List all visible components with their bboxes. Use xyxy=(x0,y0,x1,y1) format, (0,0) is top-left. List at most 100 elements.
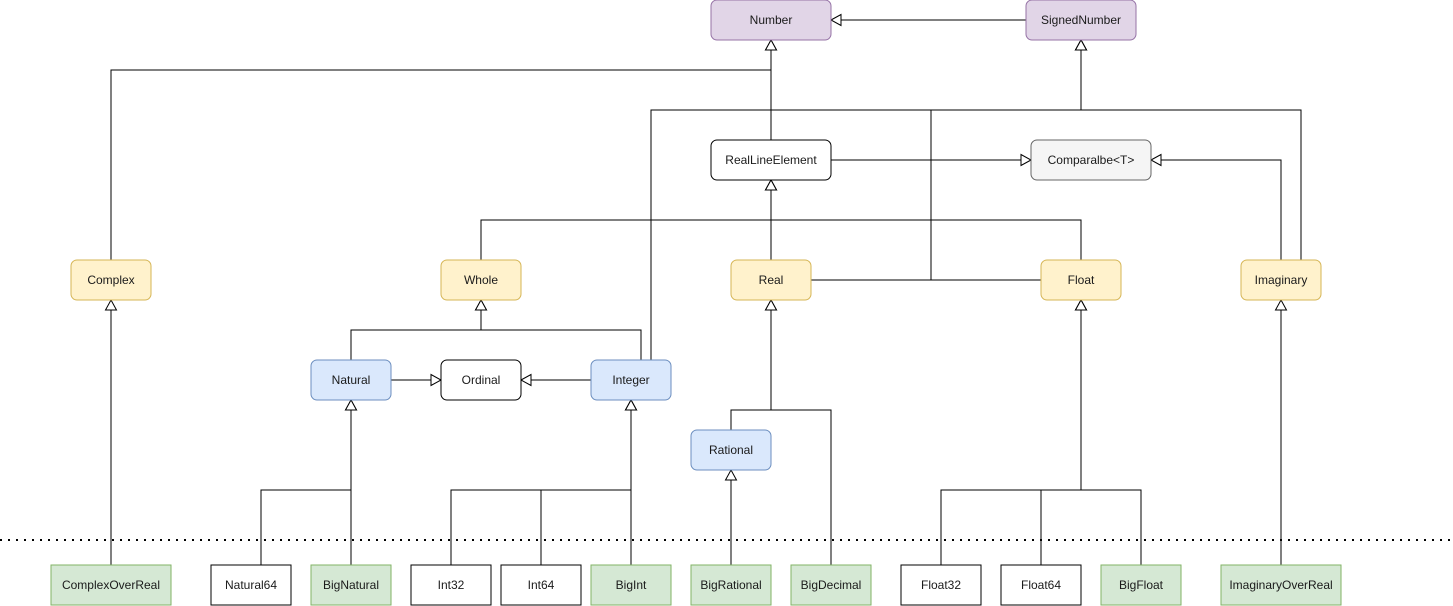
node-box xyxy=(1030,139,1152,181)
node-label: BigFloat xyxy=(1119,578,1164,592)
node-label: Real xyxy=(759,273,784,287)
edge-line xyxy=(940,310,1082,565)
inheritance-arrowhead-icon xyxy=(764,298,778,311)
edge-big-natural-to-natural xyxy=(344,398,358,565)
node-number[interactable]: Number xyxy=(710,0,832,41)
node-box xyxy=(1040,259,1122,301)
node-complex-over-real[interactable]: ComplexOverReal xyxy=(50,564,172,606)
node-imaginary-over-real[interactable]: ImaginaryOverReal xyxy=(1220,564,1342,606)
edge-whole-to-real-line-element xyxy=(480,178,778,260)
node-big-float[interactable]: BigFloat xyxy=(1100,564,1182,606)
node-box xyxy=(210,564,292,606)
node-box xyxy=(1220,564,1342,606)
node-natural[interactable]: Natural xyxy=(310,359,392,401)
edge-line xyxy=(730,310,772,430)
node-label: ComplexOverReal xyxy=(62,578,160,592)
node-big-natural[interactable]: BigNatural xyxy=(310,564,392,606)
node-box xyxy=(730,259,812,301)
edge-line xyxy=(770,310,832,565)
node-box xyxy=(310,359,392,401)
node-label: Float32 xyxy=(921,578,961,592)
node-label: Int32 xyxy=(438,578,465,592)
node-box xyxy=(1025,0,1137,41)
node-label: Rational xyxy=(709,443,753,457)
node-float[interactable]: Float xyxy=(1040,259,1122,301)
edge-float64-to-float xyxy=(1040,298,1088,565)
inheritance-arrowhead-icon xyxy=(624,398,638,411)
edge-natural-to-ordinal xyxy=(391,373,443,387)
node-whole[interactable]: Whole xyxy=(440,259,522,301)
node-float64[interactable]: Float64 xyxy=(1000,564,1082,606)
edge-signed-number-to-number xyxy=(829,13,1026,27)
edge-real-line-element-to-comparable xyxy=(831,153,1033,167)
node-label: BigDecimal xyxy=(801,578,862,592)
edge-complex-over-real-to-complex xyxy=(104,298,118,565)
node-box xyxy=(50,564,172,606)
node-rational[interactable]: Rational xyxy=(690,429,772,471)
edge-integer-to-signed-number xyxy=(650,38,1088,360)
node-label: BigInt xyxy=(616,578,647,592)
node-big-int[interactable]: BigInt xyxy=(590,564,672,606)
edge-line xyxy=(350,310,482,360)
node-real[interactable]: Real xyxy=(730,259,812,301)
node-label: ImaginaryOverReal xyxy=(1229,578,1332,592)
node-label: Integer xyxy=(612,373,649,387)
inheritance-edges xyxy=(104,13,1302,565)
node-complex[interactable]: Complex xyxy=(70,259,152,301)
inheritance-arrowhead-icon xyxy=(724,468,738,481)
node-label: Whole xyxy=(464,273,498,287)
node-int64[interactable]: Int64 xyxy=(500,564,582,606)
edge-natural-to-whole xyxy=(350,298,488,360)
node-integer[interactable]: Integer xyxy=(590,359,672,401)
inheritance-arrowhead-icon xyxy=(430,373,443,387)
node-box xyxy=(710,0,832,41)
node-label: Float64 xyxy=(1021,578,1061,592)
edge-big-decimal-to-real xyxy=(764,298,832,565)
edge-line xyxy=(540,410,632,565)
node-label: Int64 xyxy=(528,578,555,592)
node-box xyxy=(690,564,772,606)
edge-big-rational-to-rational xyxy=(724,468,738,565)
inheritance-arrowhead-icon xyxy=(1074,38,1088,51)
edge-integer-to-whole xyxy=(474,298,642,360)
edge-big-int-to-integer xyxy=(624,398,638,565)
node-label: Natural xyxy=(332,373,371,387)
node-label: Complex xyxy=(87,273,134,287)
node-ordinal[interactable]: Ordinal xyxy=(440,359,522,401)
node-imaginary[interactable]: Imaginary xyxy=(1240,259,1322,301)
node-box xyxy=(1000,564,1082,606)
inheritance-arrowhead-icon xyxy=(764,178,778,191)
node-natural64[interactable]: Natural64 xyxy=(210,564,292,606)
node-label: BigNatural xyxy=(323,578,379,592)
edge-line xyxy=(480,310,642,360)
node-float32[interactable]: Float32 xyxy=(900,564,982,606)
node-box xyxy=(440,359,522,401)
edge-complex-to-number xyxy=(110,38,778,260)
node-label: BigRational xyxy=(700,578,761,592)
node-real-line-element[interactable]: RealLineElement xyxy=(710,139,832,181)
node-big-decimal[interactable]: BigDecimal xyxy=(790,564,872,606)
node-label: SignedNumber xyxy=(1041,13,1121,27)
inheritance-arrowhead-icon xyxy=(1149,153,1162,167)
node-box xyxy=(590,564,672,606)
node-box xyxy=(710,139,832,181)
edge-line xyxy=(1161,159,1282,260)
node-label: Natural64 xyxy=(225,578,277,592)
node-box xyxy=(790,564,872,606)
node-box xyxy=(440,259,522,301)
node-label: Number xyxy=(750,13,793,27)
edge-float-to-real-line-element xyxy=(764,178,1082,260)
node-box xyxy=(310,564,392,606)
node-box xyxy=(590,359,672,401)
node-box xyxy=(70,259,152,301)
inheritance-arrowhead-icon xyxy=(519,373,532,387)
node-big-rational[interactable]: BigRational xyxy=(690,564,772,606)
node-signed-number[interactable]: SignedNumber xyxy=(1025,0,1137,41)
node-comparable[interactable]: Comparalbe<T> xyxy=(1030,139,1152,181)
node-int32[interactable]: Int32 xyxy=(410,564,492,606)
edge-line xyxy=(1080,310,1142,565)
node-box xyxy=(410,564,492,606)
node-box xyxy=(1100,564,1182,606)
